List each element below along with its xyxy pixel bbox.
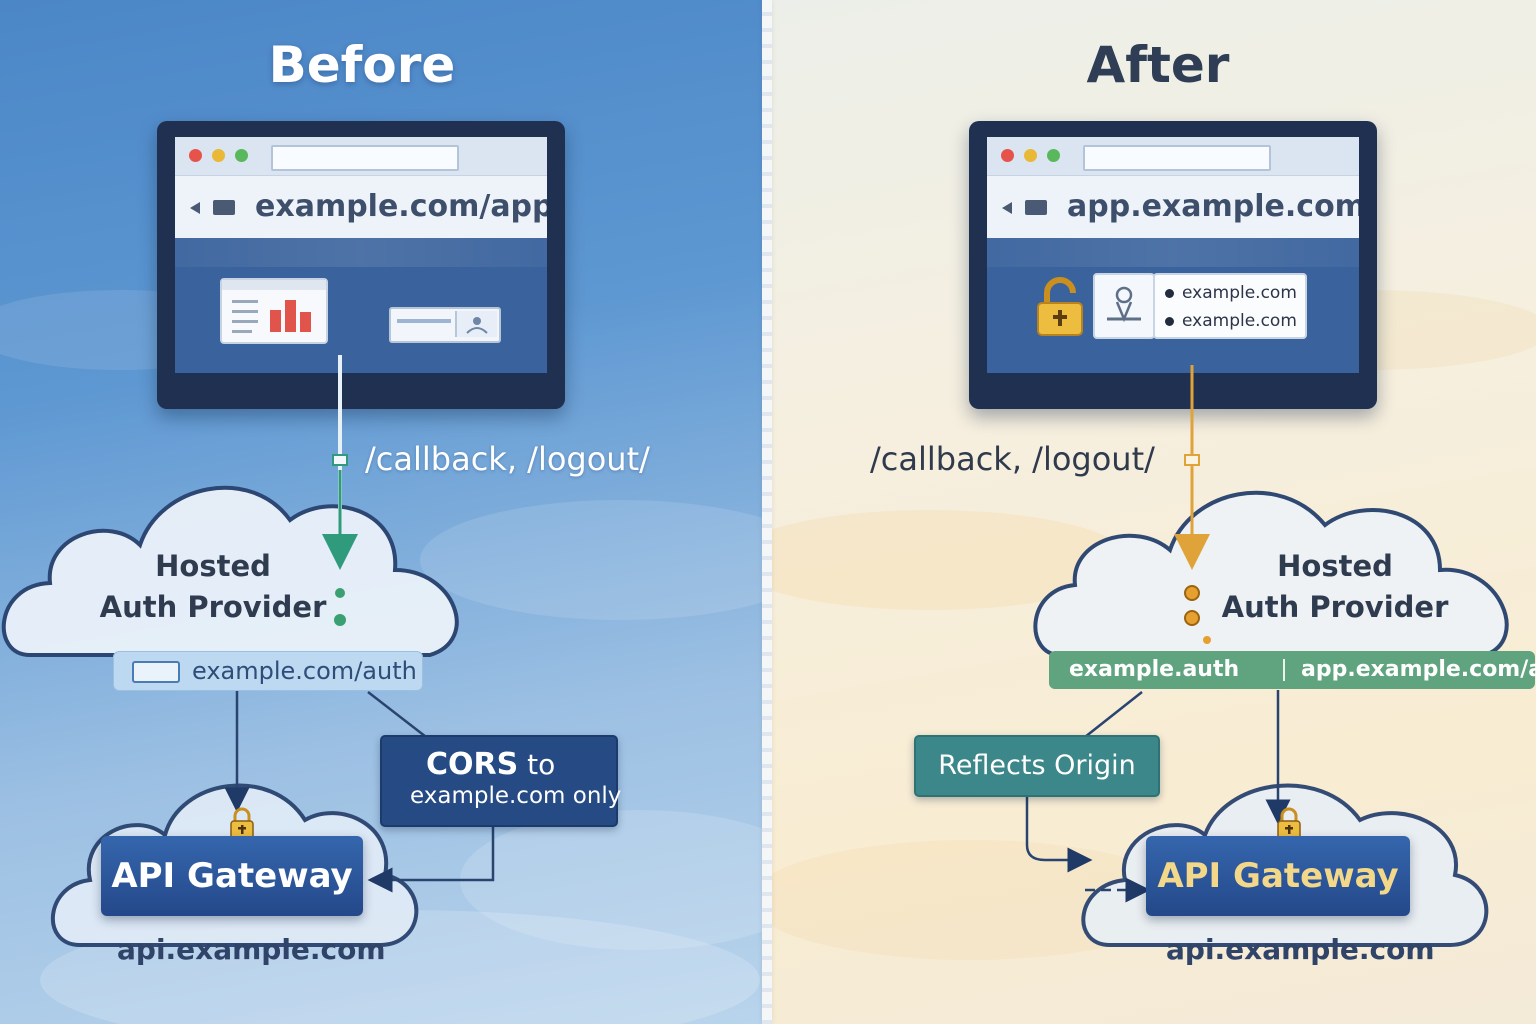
dashboard-chart-icon: [220, 278, 328, 344]
api-gateway-box-after: API Gateway: [1146, 836, 1410, 916]
api-gateway-box-before: API Gateway: [101, 836, 363, 916]
auth-cloud-before: [1, 485, 459, 657]
api-domain-after: api.example.com: [1166, 933, 1435, 966]
browser-tab: [1083, 145, 1271, 171]
address-bar: example.com/app: [175, 175, 547, 238]
browser-window-after: app.example.com example.com example.com: [969, 121, 1377, 409]
auth-cloud-after: [1033, 490, 1509, 657]
api-domain-before: api.example.com: [117, 933, 386, 966]
key-card-icon: [132, 661, 180, 683]
auth-provider-label-before: Hosted Auth Provider: [99, 549, 327, 624]
page-icon: [1025, 200, 1047, 215]
browser-titlebar: [175, 137, 547, 175]
unlocked-padlock-icon: [1037, 277, 1083, 336]
domain-list-item: example.com: [1165, 311, 1297, 331]
domain-list: example.com example.com: [1153, 273, 1307, 339]
back-arrow-icon: [190, 202, 200, 214]
callback-paths-before: /callback, /logout/: [365, 440, 650, 478]
auth-provider-label-after: Hosted Auth Provider: [1221, 549, 1449, 624]
url-text-after: app.example.com: [1067, 189, 1359, 224]
minimize-dot-icon: [1024, 149, 1037, 162]
domain-list-item: example.com: [1165, 283, 1297, 303]
close-dot-icon: [189, 149, 202, 162]
before-heading: Before: [268, 36, 456, 94]
maximize-dot-icon: [235, 149, 248, 162]
browser-tab: [271, 145, 459, 171]
after-heading: After: [1086, 36, 1230, 94]
url-text: example.com/app: [255, 189, 547, 224]
user-avatar-icon: [466, 317, 488, 334]
minimize-dot-icon: [212, 149, 225, 162]
padlock-icon: [230, 807, 254, 840]
close-dot-icon: [1001, 149, 1014, 162]
identity-badge: [1093, 273, 1155, 339]
user-badge-icon: [1107, 286, 1141, 323]
browser-window-before: example.com/app: [157, 121, 565, 409]
maximize-dot-icon: [1047, 149, 1060, 162]
back-arrow-icon: [1002, 202, 1012, 214]
auth-domain-pill-after: example.auth app.example.com/auth: [1049, 651, 1536, 689]
callback-paths-after: /callback, /logout/: [870, 440, 1155, 478]
padlock-icon: [1277, 807, 1301, 840]
browser-titlebar-after: [987, 137, 1359, 175]
panel-divider: [762, 0, 772, 1024]
cors-note: CORS to example.com only: [380, 735, 621, 827]
address-bar-after: app.example.com: [987, 175, 1359, 238]
profile-card-icon: [389, 307, 501, 343]
reflects-origin-note: Reflects Origin: [914, 735, 1160, 797]
page-icon: [213, 200, 235, 215]
auth-domain-pill-before: example.com/auth: [113, 651, 423, 691]
